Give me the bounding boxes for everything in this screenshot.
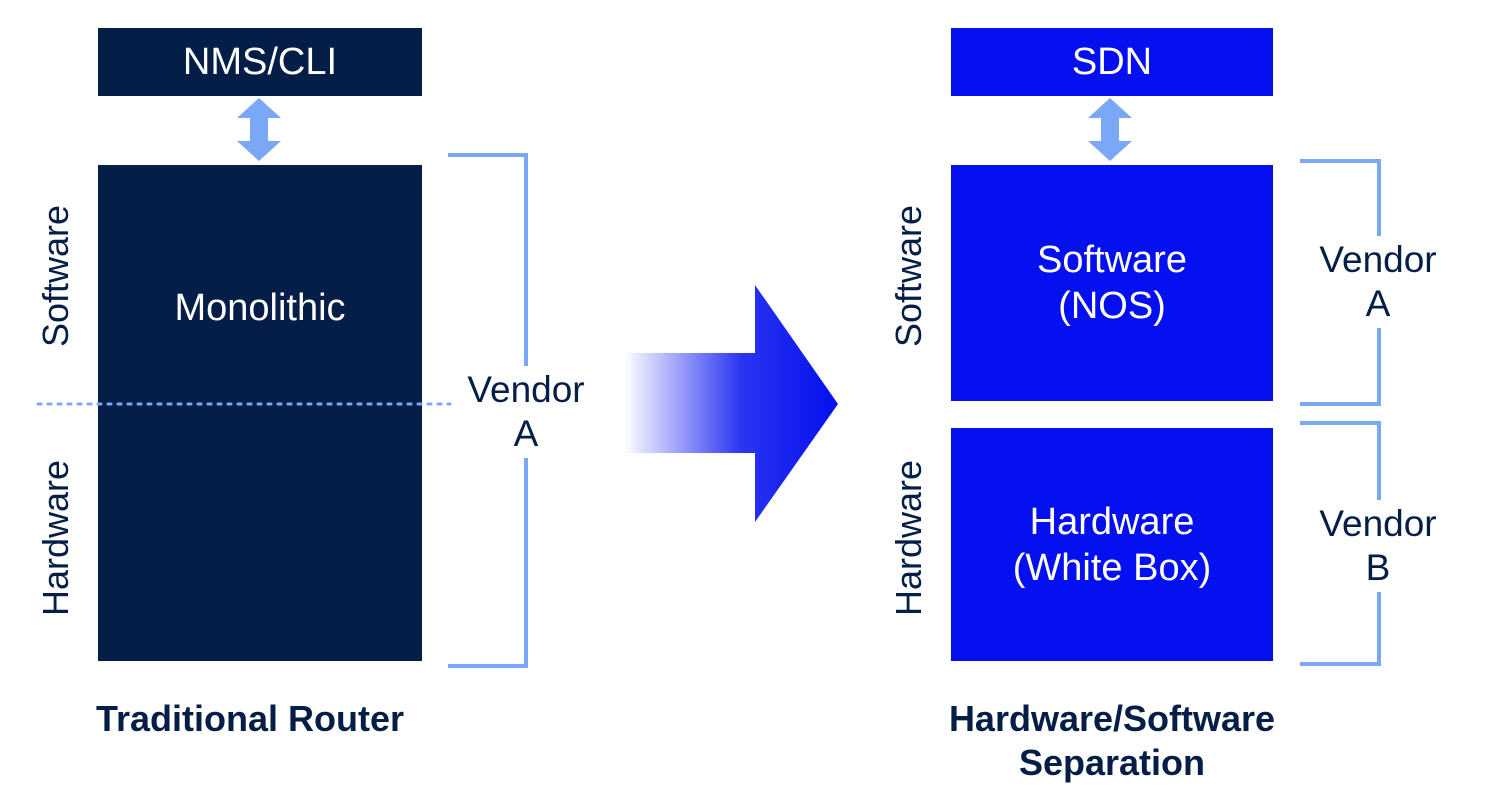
hardware-white-box: Hardware (White Box) (951, 428, 1273, 661)
right-vendor-a-label: Vendor A (1308, 236, 1448, 328)
sdn-label: SDN (1071, 41, 1153, 83)
hardware-software-separation-caption: Hardware/Software Separation (948, 698, 1276, 783)
right-hardware-axis-label: Hardware (888, 459, 929, 617)
software-nos-label: Software (NOS) (1037, 239, 1187, 327)
hardware-white-box-label: Hardware (White Box) (1012, 500, 1212, 589)
monolithic-label: Monolithic (174, 287, 346, 329)
nms-cli-box: NMS/CLI (98, 28, 422, 96)
software-nos-box: Software (NOS) (951, 165, 1273, 401)
transition-arrow-icon (624, 285, 838, 522)
traditional-router-caption: Traditional Router (95, 698, 405, 739)
left-double-arrow-icon (237, 98, 281, 161)
right-double-arrow-icon (1088, 98, 1132, 161)
nms-cli-label: NMS/CLI (182, 41, 338, 83)
left-vendor-label: Vendor A (456, 366, 596, 458)
right-vendor-b-label: Vendor B (1308, 500, 1448, 592)
right-software-axis-label: Software (888, 204, 929, 348)
left-software-axis-label: Software (35, 204, 76, 348)
left-hardware-axis-label: Hardware (35, 459, 76, 617)
sdn-box: SDN (951, 28, 1273, 96)
monolithic-box: Monolithic (98, 165, 422, 661)
